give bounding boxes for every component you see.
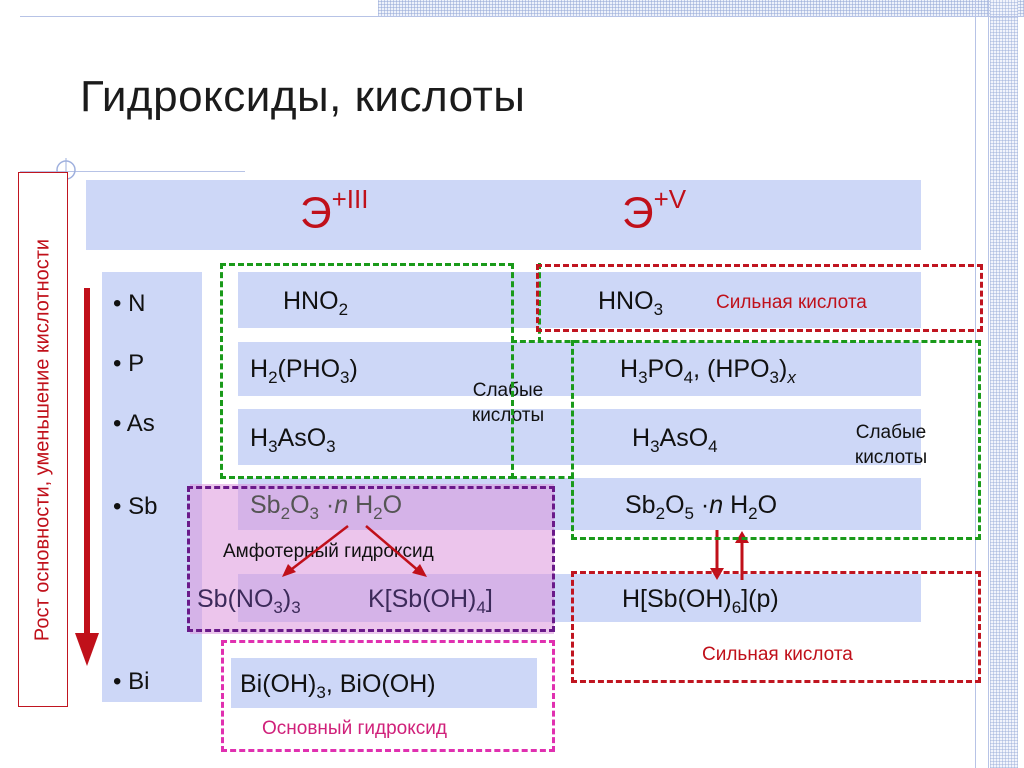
weak-acids-frame-right: [571, 340, 981, 540]
decorative-hatch-right: [990, 0, 1018, 768]
formula-hno3: HNO3: [598, 287, 664, 319]
element-bi: • Bi: [113, 668, 150, 695]
element-column: [102, 272, 202, 702]
decorative-line: [988, 0, 989, 768]
decorative-hatch-top: [378, 0, 1024, 17]
strong-acid-frame-top: [536, 264, 983, 332]
header-band: [86, 180, 921, 250]
split-arrows-icon: [282, 525, 427, 577]
row-band-n: [238, 272, 921, 328]
decorative-line: [20, 16, 1024, 17]
note-weak-acids-middle: Слабые кислоты: [471, 380, 545, 426]
formula-h2pho3: H2(PHO3): [250, 355, 358, 387]
amphoteric-frame: [187, 486, 555, 632]
weak-acids-frame-link: [511, 476, 574, 480]
formula-sb2o3: Sb2O3 ·n H2O: [250, 491, 403, 523]
formula-bioh3: Bi(OH)3, BiO(OH): [240, 670, 436, 702]
formula-ksboh4: K[Sb(OH)4]: [368, 585, 493, 617]
element-as: • As: [113, 410, 155, 437]
decorative-line: [20, 171, 245, 172]
note-basic-hydroxide: Основный гидроксид: [262, 718, 447, 739]
page-title: Гидроксиды, кислоты: [80, 72, 526, 121]
amphoteric-shade: [190, 484, 554, 634]
formula-h3aso3: H3AsO3: [250, 424, 336, 456]
trend-label: Рост основности, уменьшение кислотности: [31, 238, 54, 641]
formula-sbno3: Sb(NO3)3: [197, 585, 301, 617]
down-arrow-icon: [75, 288, 99, 666]
strong-acid-frame-bottom: [571, 571, 981, 683]
oxidation-state-5: Э+V: [622, 184, 687, 238]
note-amphoteric: Амфотерный гидроксид: [223, 541, 434, 562]
element-sb: • Sb: [113, 493, 158, 520]
row-band-bi: [231, 658, 537, 708]
element-n: • N: [113, 290, 146, 317]
row-band-as: [238, 409, 921, 465]
weak-acids-frame-join: [511, 263, 541, 343]
basic-hydroxide-frame: [221, 640, 555, 752]
note-strong-acid-top: Сильная кислота: [716, 292, 867, 313]
trend-label-box: Рост основности, уменьшение кислотности: [18, 172, 68, 707]
element-p: • P: [113, 350, 145, 377]
note-weak-acids-right: Слабые кислоты: [854, 422, 928, 468]
formula-sb2o5: Sb2O5 ·n H2O: [625, 491, 778, 523]
weak-acids-frame-left: [220, 263, 514, 479]
row-band-p: [238, 342, 921, 396]
weak-acids-frame-top: [511, 340, 981, 343]
decorative-line: [975, 0, 976, 768]
note-strong-acid-bottom: Сильная кислота: [702, 644, 853, 665]
formula-hno2: HNO2: [283, 287, 349, 319]
oxidation-state-3: Э+III: [300, 184, 369, 238]
formula-hsboh6: H[Sb(OH)6](p): [622, 585, 779, 617]
formula-h3po4: H3PO4, (HPO3)x: [620, 355, 796, 387]
formula-h3aso4: H3AsO4: [632, 424, 718, 456]
